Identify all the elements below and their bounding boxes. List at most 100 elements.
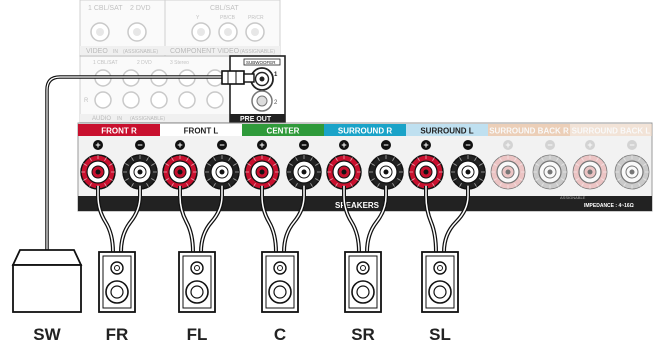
group-label: SURROUND L: [420, 127, 473, 136]
speaker-icon: [344, 251, 382, 313]
speaker-label: SL: [429, 325, 451, 344]
label-pb: PB/CB: [220, 15, 236, 21]
label-pr: PR/CR: [248, 15, 264, 21]
label-y: Y: [196, 15, 200, 21]
positive-terminal[interactable]: [80, 154, 116, 190]
positive-terminal[interactable]: [408, 154, 444, 190]
negative-terminal[interactable]: [532, 154, 568, 190]
speaker-label: SW: [33, 325, 61, 344]
label-audio-dvd: 2 DVD: [137, 60, 152, 66]
minus-sign-icon: [381, 140, 391, 150]
group-label: FRONT R: [101, 127, 137, 136]
label-assignable: ASSIGNABLE: [560, 195, 586, 200]
label-component-video: COMPONENT VIDEO: [170, 48, 240, 55]
plus-sign-icon: [585, 140, 595, 150]
label-cbl-sat: 1 CBL/SAT: [88, 5, 123, 12]
plus-sign-icon: [339, 140, 349, 150]
negative-terminal[interactable]: [450, 154, 486, 190]
sign-label: +: [259, 140, 264, 150]
positive-terminal[interactable]: [162, 154, 198, 190]
speaker-wire: [260, 186, 306, 253]
group-label: SURROUND BACK R: [489, 127, 569, 136]
group-header: [160, 124, 242, 136]
group-header: [488, 124, 570, 136]
speaker-wire: [342, 186, 388, 253]
label-pre-out-1: 1: [274, 72, 278, 78]
sign-label: −: [465, 140, 470, 150]
sign-label: −: [629, 140, 634, 150]
label-audio-r: R: [84, 98, 89, 104]
label-subwoofer: SUBWOOFER: [246, 60, 276, 65]
label-speakers: SPEAKERS: [335, 201, 380, 210]
group-label: SURROUND BACK L: [572, 127, 651, 136]
minus-sign-icon: [627, 140, 637, 150]
plus-sign-icon: [503, 140, 513, 150]
minus-sign-icon: [299, 140, 309, 150]
speaker-wire: [424, 186, 470, 253]
speaker-wires: [96, 186, 470, 253]
label-audio: AUDIO: [92, 116, 111, 122]
sign-label: −: [547, 140, 552, 150]
label-pre-out: PRE OUT: [240, 116, 272, 123]
speaker-wire: [178, 186, 224, 253]
negative-terminal[interactable]: [122, 154, 158, 190]
group-header: [406, 124, 488, 136]
group-label: CENTER: [267, 127, 300, 136]
minus-sign-icon: [545, 140, 555, 150]
sign-label: −: [383, 140, 388, 150]
speaker-terminal-panel: SPEAKERS ASSIGNABLE IMPEDANCE : 4~16Ω FR…: [77, 122, 653, 212]
terminal-group-surround-r: SURROUND R + −: [324, 124, 406, 190]
negative-terminal[interactable]: [368, 154, 404, 190]
terminal-group-front-l: FRONT L+−: [160, 124, 242, 190]
negative-terminal[interactable]: [286, 154, 322, 190]
label-impedance: IMPEDANCE : 4~16Ω: [584, 203, 634, 209]
sign-label: −: [219, 140, 224, 150]
sign-label: +: [587, 140, 592, 150]
subwoofer-cable: [45, 70, 255, 250]
minus-sign-icon: [217, 140, 227, 150]
minus-sign-icon: [135, 140, 145, 150]
label-video-assignable: (ASSIGNABLE): [123, 49, 158, 55]
label-audio-cbl-sat: 1 CBL/SAT: [93, 60, 118, 66]
sign-label: −: [137, 140, 142, 150]
plus-sign-icon: [175, 140, 185, 150]
group-label: SURROUND R: [338, 127, 392, 136]
terminal-group-surround-l: SURROUND L + −: [406, 124, 488, 190]
terminal-group-surround-back-r: SURROUND BACK R + −: [488, 124, 570, 190]
group-header: [242, 124, 324, 136]
positive-terminal[interactable]: [326, 154, 362, 190]
label-audio-assignable: (ASSIGNABLE): [130, 116, 165, 122]
sign-label: +: [341, 140, 346, 150]
speaker-label: C: [274, 325, 286, 344]
group-header: [324, 124, 406, 136]
positive-terminal[interactable]: [490, 154, 526, 190]
group-header: [78, 124, 160, 136]
speaker-icon: [421, 251, 459, 313]
sign-label: +: [95, 140, 100, 150]
pre-out-panel: SUBWOOFER 1 2 PRE OUT: [229, 55, 286, 123]
label-cbl-sat-right: CBL/SAT: [210, 5, 239, 12]
label-component-assignable: (ASSIGNABLE): [240, 49, 275, 55]
speaker-label: FL: [187, 325, 208, 344]
sign-label: +: [505, 140, 510, 150]
plus-sign-icon: [93, 140, 103, 150]
speaker-icon: [98, 251, 136, 313]
label-video: VIDEO: [86, 48, 108, 55]
group-label: FRONT L: [184, 127, 219, 136]
subwoofer-icon: [11, 249, 83, 313]
sign-label: −: [301, 140, 306, 150]
sign-label: +: [423, 140, 428, 150]
label-pre-out-2: 2: [274, 100, 278, 106]
group-header: [570, 124, 652, 136]
video-input-panel: 1 CBL/SAT 2 DVD CBL/SAT Y PB/CB PR/CR VI…: [79, 0, 281, 57]
positive-terminal[interactable]: [572, 154, 608, 190]
speaker-label: FR: [106, 325, 129, 344]
speaker-icon: [178, 251, 216, 313]
label-video-in: IN: [113, 49, 118, 55]
negative-terminal[interactable]: [204, 154, 240, 190]
speaker-icon: [261, 251, 299, 313]
positive-terminal[interactable]: [244, 154, 280, 190]
negative-terminal[interactable]: [614, 154, 650, 190]
